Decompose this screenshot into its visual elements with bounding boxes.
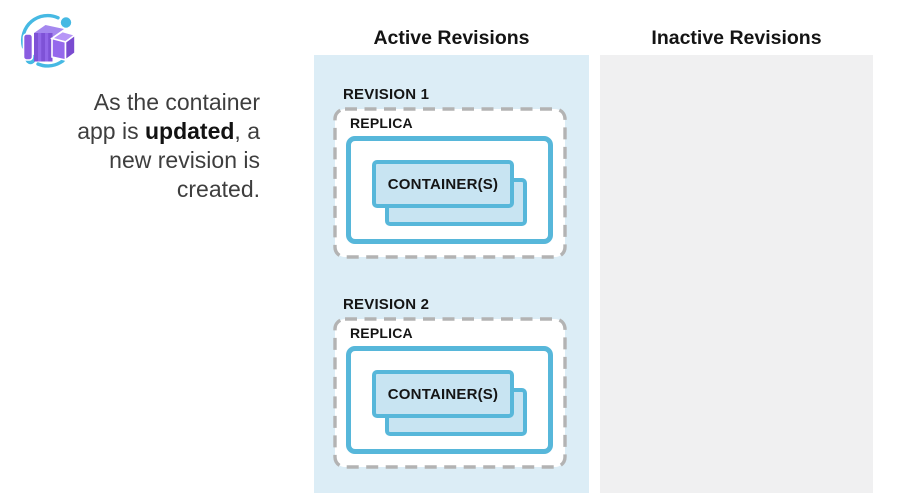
azure-container-apps-logo — [14, 9, 80, 76]
replica-2-box: CONTAINER(S) — [346, 346, 553, 454]
right-cube-front-face — [51, 37, 67, 61]
revision-1-box: REPLICA CONTAINER(S) — [333, 107, 567, 259]
replica-1-box: CONTAINER(S) — [346, 136, 553, 244]
revision-2-label: REVISION 2 — [343, 296, 430, 313]
caption-after: , a new revision is created. — [109, 118, 260, 202]
container-apps-icon — [21, 13, 77, 68]
inactive-revisions-panel — [600, 55, 873, 493]
main-box-front-face — [34, 33, 53, 62]
inactive-revisions-header: Inactive Revisions — [651, 27, 822, 49]
caption-text: As the container app is updated, a new r… — [50, 88, 260, 204]
replica-2-label: REPLICA — [350, 325, 413, 341]
right-cube — [50, 30, 77, 62]
revision-1-group: REVISION 1 REPLICA CONTAINER(S) — [333, 86, 567, 259]
container-slab-left — [22, 33, 34, 61]
caption-before: As the container app is — [77, 89, 260, 144]
container-stack-front: CONTAINER(S) — [372, 160, 514, 208]
caption-bold-word: updated — [144, 118, 235, 144]
active-revisions-panel: REVISION 1 REPLICA CONTAINER(S) REVISION… — [314, 55, 589, 493]
revision-1-label: REVISION 1 — [343, 86, 430, 103]
container-2-label: CONTAINER(S) — [387, 385, 499, 403]
right-cube-side-face — [64, 33, 76, 62]
container-1-label: CONTAINER(S) — [387, 175, 499, 193]
active-revisions-header: Active Revisions — [373, 27, 530, 49]
main-box-stripe — [38, 33, 42, 62]
main-box-stripe — [45, 33, 49, 62]
revision-2-box: REPLICA CONTAINER(S) — [333, 317, 567, 469]
replica-1-label: REPLICA — [350, 115, 413, 131]
container-stack-front: CONTAINER(S) — [372, 370, 514, 418]
revision-2-group: REVISION 2 REPLICA CONTAINER(S) — [333, 296, 567, 469]
orbit-dot-top-right — [60, 17, 72, 28]
